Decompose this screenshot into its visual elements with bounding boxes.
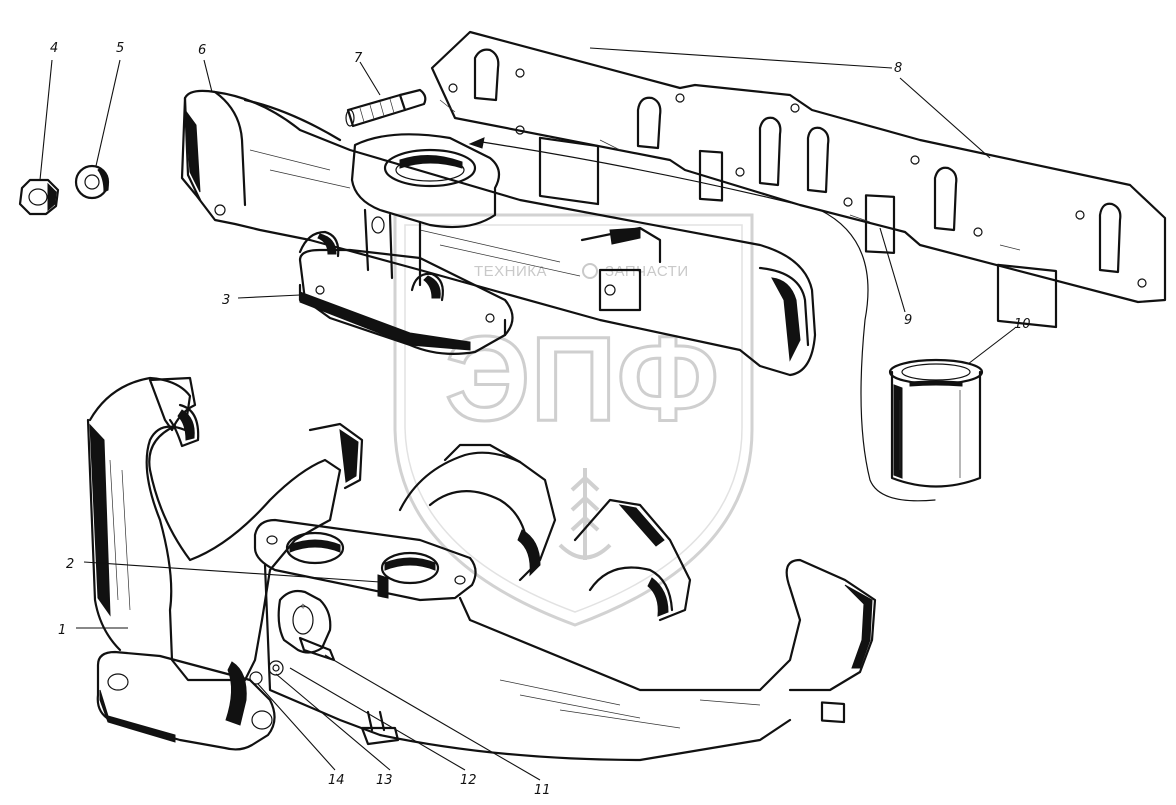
valve-marking: ▫	[299, 601, 308, 610]
part-8-gasket	[430, 30, 1167, 329]
watermark: ТЕХНИКА ЗАПЧАСТИ ЭПФ	[393, 213, 754, 627]
leader-12	[289, 667, 466, 771]
callout-7: 7	[354, 51, 363, 66]
callout-8: 8	[894, 61, 902, 76]
callout-14: 14	[328, 773, 345, 788]
callout-3: 3	[222, 293, 230, 308]
part-7-stud	[345, 88, 427, 128]
callout-1: 1	[58, 623, 66, 638]
leader-8b	[899, 77, 991, 159]
leader-11	[324, 654, 541, 781]
callout-12: 12	[460, 773, 477, 788]
leader-13	[275, 673, 391, 771]
leader-7	[359, 61, 381, 96]
leader-5	[95, 59, 121, 167]
watermark-brand-right: ЗАПЧАСТИ	[605, 263, 689, 280]
callout-6: 6	[198, 43, 206, 58]
part-10-sleeve	[888, 358, 984, 488]
leader-14	[257, 683, 336, 771]
leader-10	[967, 327, 1016, 365]
watermark-big-letters: ЭПФ	[445, 312, 719, 446]
callouts: 1 2 3 4 5 6 7 8 9 10 11 12 13 14	[50, 41, 1031, 798]
leader-6	[203, 59, 213, 93]
part-6-cover	[180, 89, 817, 377]
part-3-flange	[298, 133, 514, 355]
callout-10: 10	[1014, 317, 1031, 332]
callout-4: 4	[50, 41, 58, 56]
callout-2: 2	[66, 557, 74, 572]
leader-3	[237, 294, 301, 299]
leader-4	[39, 59, 53, 181]
watermark-shield	[393, 213, 754, 627]
leader-8a	[589, 47, 893, 69]
leader-lines	[39, 47, 1016, 781]
watermark-wheat-icon	[558, 468, 612, 560]
callout-11: 11	[534, 783, 551, 798]
callout-13: 13	[376, 773, 393, 788]
part-5-washer	[74, 164, 110, 200]
part-4-nut	[18, 178, 60, 216]
leader-2	[83, 561, 381, 583]
watermark-gear-icon	[582, 263, 598, 279]
leader-9	[879, 227, 906, 313]
callout-9: 9	[904, 313, 912, 328]
watermark-brand-left: ТЕХНИКА	[474, 263, 547, 280]
callout-5: 5	[116, 41, 124, 56]
